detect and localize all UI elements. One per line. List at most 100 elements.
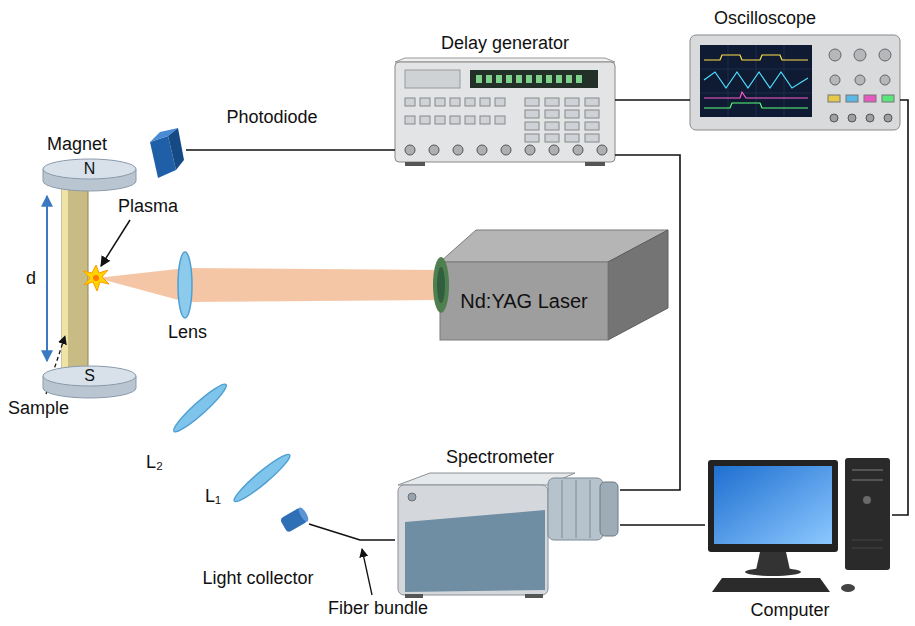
oscilloscope-device — [848, 114, 856, 122]
plasma-spark — [83, 265, 109, 291]
delay-generator-device — [435, 116, 445, 124]
delay-generator-device — [546, 75, 552, 83]
laser-housing — [608, 230, 668, 340]
computer-device — [756, 552, 790, 570]
delay-generator-device — [470, 70, 598, 88]
plasma-spark — [83, 265, 109, 291]
device-box: Oscilloscope — [690, 35, 900, 130]
computer-device — [852, 548, 883, 549]
delay-generator-device — [573, 145, 583, 155]
delay-generator-device — [476, 75, 482, 83]
spectrometer-device — [525, 594, 543, 598]
oscilloscope-device — [846, 95, 858, 102]
photodiode-icon — [168, 128, 184, 170]
node-label: Delay generator — [441, 33, 569, 54]
oscilloscope-device — [784, 45, 785, 117]
device-box: Delay generator — [395, 62, 615, 162]
part-label: Fiber bundle — [328, 598, 428, 619]
lens-symbol — [178, 252, 192, 318]
delay-generator-device — [405, 162, 425, 166]
delay-generator-device — [525, 145, 535, 155]
spectrometer-device — [405, 594, 423, 598]
spectrometer-device — [398, 473, 618, 598]
delay-generator-device — [477, 145, 487, 155]
distance-arrow — [47, 196, 48, 361]
delay-generator-device — [495, 98, 505, 106]
device-box: Light collector — [279, 506, 309, 536]
oscilloscope-device — [855, 75, 865, 85]
oscilloscope-device — [880, 75, 890, 85]
oscilloscope-device — [828, 95, 840, 102]
oscilloscope-device — [704, 72, 808, 88]
collection-lens — [231, 450, 294, 505]
node-label: Spectrometer — [446, 447, 554, 468]
laser-box: Nd:YAG Laser — [440, 262, 608, 340]
computer-device — [712, 578, 830, 592]
delay-generator-device — [495, 116, 505, 124]
delay-generator-device — [525, 110, 539, 118]
part-label: L₁ — [205, 486, 221, 507]
delay-generator-device — [496, 75, 502, 83]
delay-generator-device — [501, 145, 511, 155]
spectrometer-device — [600, 482, 618, 536]
oscilloscope-device — [690, 35, 900, 130]
laser-housing — [440, 262, 608, 340]
delay-generator-device — [420, 98, 430, 106]
delay-generator-device — [585, 98, 599, 106]
spectrometer-device — [408, 493, 416, 501]
node-label: Nd:YAG Laser — [460, 290, 587, 313]
cable-line — [615, 155, 680, 490]
oscilloscope-device — [879, 49, 891, 61]
delay-generator-device — [545, 134, 559, 142]
spectrometer-device — [398, 485, 548, 595]
oscilloscope-device — [704, 55, 808, 60]
laser-beam — [97, 268, 440, 302]
delay-generator-device — [486, 75, 492, 83]
oscilloscope-device — [830, 114, 838, 122]
computer-device — [714, 466, 832, 544]
collector-icon — [280, 506, 311, 533]
delay-generator-device — [565, 110, 579, 118]
delay-generator-device — [566, 75, 572, 83]
delay-generator-device — [506, 75, 512, 83]
spectrometer-device — [562, 480, 563, 538]
delay-generator-device — [395, 58, 615, 166]
delay-generator-device — [556, 75, 562, 83]
delay-generator-device — [536, 75, 542, 83]
node-label: Photodiode — [226, 107, 317, 128]
delay-generator-device — [420, 116, 430, 124]
computer-device — [708, 458, 890, 592]
node-label: S — [84, 365, 95, 386]
delay-generator-device — [585, 110, 599, 118]
delay-generator-device — [526, 75, 532, 83]
laser-housing — [433, 257, 449, 313]
oscilloscope-device — [866, 114, 874, 122]
oscilloscope-device — [700, 45, 812, 117]
part-label: Plasma — [118, 196, 178, 217]
collection-lens — [170, 380, 293, 506]
oscilloscope-device — [882, 95, 894, 102]
part-label: L₂ — [146, 452, 163, 473]
lens-symbol — [178, 252, 192, 318]
spectrometer-device — [576, 480, 577, 538]
delay-generator-device — [516, 75, 522, 83]
computer-device — [841, 584, 855, 592]
device-box: Computer — [705, 455, 892, 595]
device-box: Spectrometer — [395, 472, 620, 598]
cable-line — [892, 100, 908, 515]
delay-generator-device — [429, 145, 439, 155]
delay-generator-device — [576, 75, 582, 83]
leader-arrow — [101, 220, 130, 266]
computer-device — [863, 496, 871, 504]
oscilloscope-device — [700, 69, 812, 70]
delay-generator-device — [525, 98, 539, 106]
computer-device — [852, 469, 883, 471]
spectrometer-device — [590, 480, 591, 538]
delay-generator-device — [435, 98, 445, 106]
delay-generator-device — [545, 122, 559, 130]
delay-generator-device — [565, 98, 579, 106]
oscilloscope-device — [884, 114, 892, 122]
delay-generator-device — [465, 98, 475, 106]
